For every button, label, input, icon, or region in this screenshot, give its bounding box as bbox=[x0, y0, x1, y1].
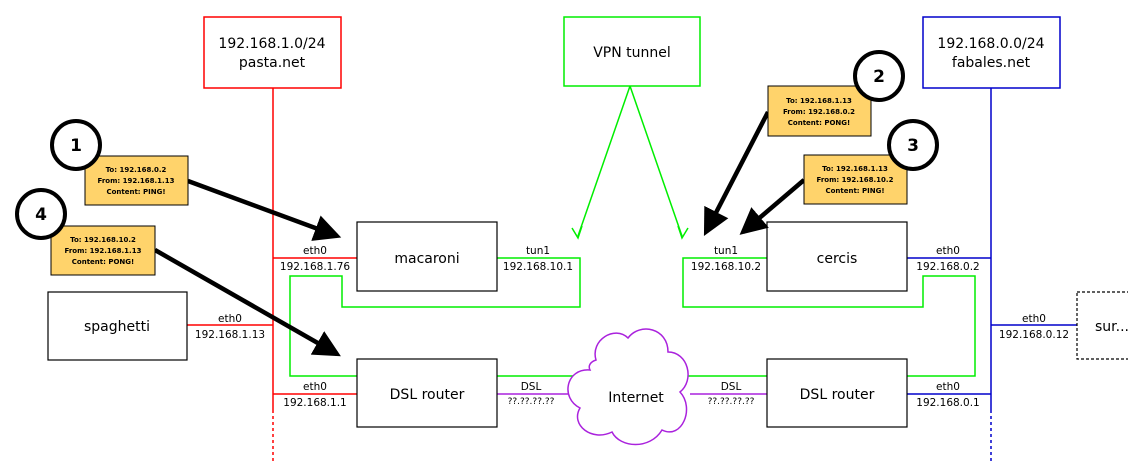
vpn-tunnel-label: VPN tunnel bbox=[593, 45, 671, 61]
dsl-right-dsl-name: DSL bbox=[721, 381, 742, 393]
svg-text:2: 2 bbox=[873, 67, 885, 87]
dsl-router-right-label: DSL router bbox=[800, 387, 875, 403]
arrow-packet-1 bbox=[187, 178, 342, 241]
packet-note-1: To: 192.168.0.2 From: 192.168.1.13 Conte… bbox=[84, 155, 189, 206]
host-macaroni[interactable]: macaroni bbox=[356, 221, 498, 292]
pasta-net-box: 192.168.1.0/24 pasta.net bbox=[203, 16, 342, 89]
svg-text:3: 3 bbox=[907, 136, 919, 156]
fabales-net-bus bbox=[907, 88, 1077, 461]
macaroni-eth0-ip: 192.168.1.76 bbox=[280, 261, 350, 273]
packet-note-4: To: 192.168.10.2 From: 192.168.1.13 Cont… bbox=[50, 225, 156, 276]
pasta-net-subnet: 192.168.1.0/24 bbox=[218, 36, 325, 52]
host-spaghetti[interactable]: spaghetti bbox=[47, 291, 188, 361]
dsl-left-dsl-ip: ??.??.??.?? bbox=[508, 397, 555, 407]
svg-text:1: 1 bbox=[70, 136, 82, 156]
spaghetti-label: spaghetti bbox=[84, 319, 150, 335]
spaghetti-eth0-ip: 192.168.1.13 bbox=[195, 329, 265, 341]
svg-text:From: 192.168.10.2: From: 192.168.10.2 bbox=[817, 176, 894, 184]
host-cercis[interactable]: cercis bbox=[766, 221, 908, 292]
vpn-tunnel-box: VPN tunnel bbox=[563, 16, 701, 87]
arrow-packet-4 bbox=[153, 248, 341, 357]
step-badge-2: 2 bbox=[853, 50, 905, 102]
svg-text:Content: PONG!: Content: PONG! bbox=[72, 258, 134, 266]
step-badge-4: 4 bbox=[15, 188, 67, 240]
svg-text:From: 192.168.0.2: From: 192.168.0.2 bbox=[783, 108, 855, 116]
svg-text:To: 192.168.1.13: To: 192.168.1.13 bbox=[822, 165, 888, 173]
cercis-label: cercis bbox=[817, 251, 858, 267]
dsl-right-eth0-name: eth0 bbox=[936, 381, 960, 393]
dsl-router-left-label: DSL router bbox=[390, 387, 465, 403]
fabales-net-name: fabales.net bbox=[952, 55, 1031, 71]
sur-eth0-ip: 192.168.0.12 bbox=[999, 329, 1069, 341]
step-badge-3: 3 bbox=[887, 119, 939, 171]
internet-label: Internet bbox=[608, 390, 664, 406]
fabales-net-subnet: 192.168.0.0/24 bbox=[937, 36, 1044, 52]
macaroni-eth0-name: eth0 bbox=[303, 245, 327, 257]
host-dsl-router-right[interactable]: DSL router bbox=[766, 358, 908, 428]
svg-text:Content: PING!: Content: PING! bbox=[106, 188, 165, 196]
step-badge-1: 1 bbox=[50, 119, 102, 171]
spaghetti-eth0-name: eth0 bbox=[218, 313, 242, 325]
svg-text:From: 192.168.1.13: From: 192.168.1.13 bbox=[65, 247, 142, 255]
pasta-net-name: pasta.net bbox=[239, 55, 306, 71]
sur-eth0-name: eth0 bbox=[1022, 313, 1046, 325]
dsl-right-dsl-ip: ??.??.??.?? bbox=[708, 397, 755, 407]
dsl-right-eth0-ip: 192.168.0.1 bbox=[916, 397, 979, 409]
cercis-tun1-name: tun1 bbox=[714, 245, 738, 257]
pasta-net-bus bbox=[187, 88, 357, 461]
svg-text:To: 192.168.10.2: To: 192.168.10.2 bbox=[70, 236, 136, 244]
arrow-packet-3 bbox=[739, 178, 806, 235]
macaroni-tun1-name: tun1 bbox=[526, 245, 550, 257]
svg-text:Content: PING!: Content: PING! bbox=[825, 187, 884, 195]
fabales-net-box: 192.168.0.0/24 fabales.net bbox=[922, 16, 1061, 89]
cercis-tun1-ip: 192.168.10.2 bbox=[691, 261, 761, 273]
arrow-packet-2 bbox=[703, 110, 770, 236]
macaroni-tun1-ip: 192.168.10.1 bbox=[503, 261, 573, 273]
svg-text:To: 192.168.1.13: To: 192.168.1.13 bbox=[786, 97, 852, 105]
dsl-left-eth0-name: eth0 bbox=[303, 381, 327, 393]
svg-text:To: 192.168.0.2: To: 192.168.0.2 bbox=[106, 166, 167, 174]
dsl-left-dsl-name: DSL bbox=[521, 381, 542, 393]
packet-note-3: To: 192.168.1.13 From: 192.168.10.2 Cont… bbox=[803, 154, 908, 205]
internet-cloud bbox=[567, 328, 689, 446]
host-sur[interactable]: sur... bbox=[1076, 291, 1128, 360]
host-dsl-router-left[interactable]: DSL router bbox=[356, 358, 498, 428]
dsl-left-eth0-ip: 192.168.1.1 bbox=[283, 397, 346, 409]
sur-label: sur... bbox=[1095, 319, 1128, 335]
cercis-eth0-ip: 192.168.0.2 bbox=[916, 261, 979, 273]
cercis-eth0-name: eth0 bbox=[936, 245, 960, 257]
packet-note-2: To: 192.168.1.13 From: 192.168.0.2 Conte… bbox=[767, 85, 872, 137]
svg-text:Content: PONG!: Content: PONG! bbox=[788, 119, 850, 127]
packet-arrows bbox=[153, 110, 806, 357]
svg-text:From: 192.168.1.13: From: 192.168.1.13 bbox=[98, 177, 175, 185]
macaroni-label: macaroni bbox=[394, 251, 459, 267]
svg-text:4: 4 bbox=[35, 205, 47, 225]
